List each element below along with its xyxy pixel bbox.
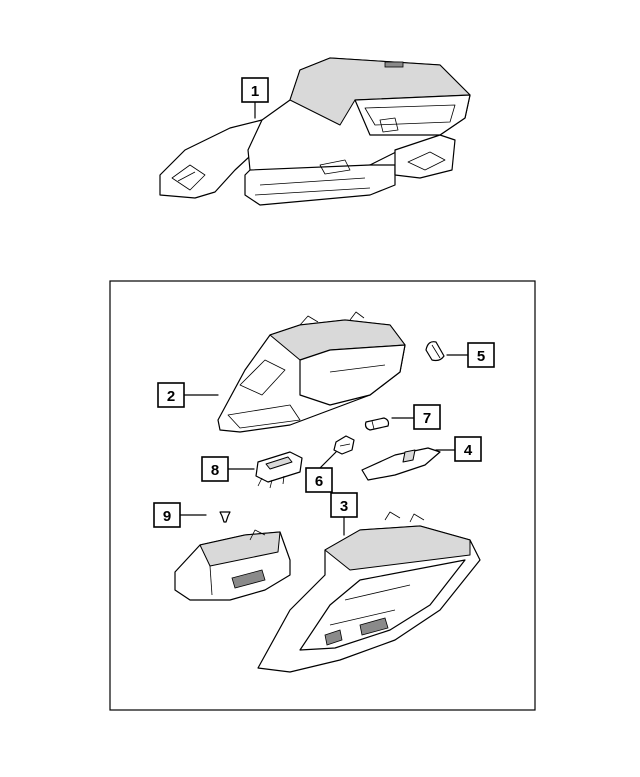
- callout-8[interactable]: 8: [201, 456, 255, 482]
- callout-3[interactable]: 3: [330, 492, 358, 536]
- callout-2[interactable]: 2: [157, 382, 219, 408]
- callout-5[interactable]: 5: [446, 342, 495, 368]
- part-5-bulb: [425, 341, 445, 362]
- callout-7[interactable]: 7: [391, 404, 441, 430]
- callout-2-label: 2: [167, 388, 175, 405]
- part-1-console-assembly: [159, 57, 471, 206]
- callout-3-label: 3: [340, 498, 348, 515]
- callout-5-label: 5: [477, 348, 485, 365]
- callout-4[interactable]: 4: [435, 436, 482, 462]
- callout-9-label: 9: [163, 508, 171, 525]
- exploded-view-frame: [109, 280, 536, 711]
- module-bin: [174, 529, 291, 601]
- callout-4-label: 4: [464, 442, 473, 459]
- part-8-switch: [255, 451, 303, 489]
- callout-1-label: 1: [251, 83, 259, 100]
- part-4-lens: [361, 447, 441, 481]
- part-2-housing: [217, 311, 406, 433]
- part-6-socket: [333, 435, 355, 455]
- callout-9[interactable]: 9: [153, 502, 207, 528]
- part-9-screw: [219, 511, 231, 523]
- callout-7-label: 7: [423, 410, 431, 427]
- callout-6-label: 6: [315, 473, 323, 490]
- callout-8-label: 8: [211, 462, 219, 479]
- part-7-bulb: [364, 417, 390, 431]
- callout-1[interactable]: 1: [241, 77, 269, 119]
- part-3-bezel: [257, 511, 481, 673]
- callout-6[interactable]: 6: [305, 451, 337, 493]
